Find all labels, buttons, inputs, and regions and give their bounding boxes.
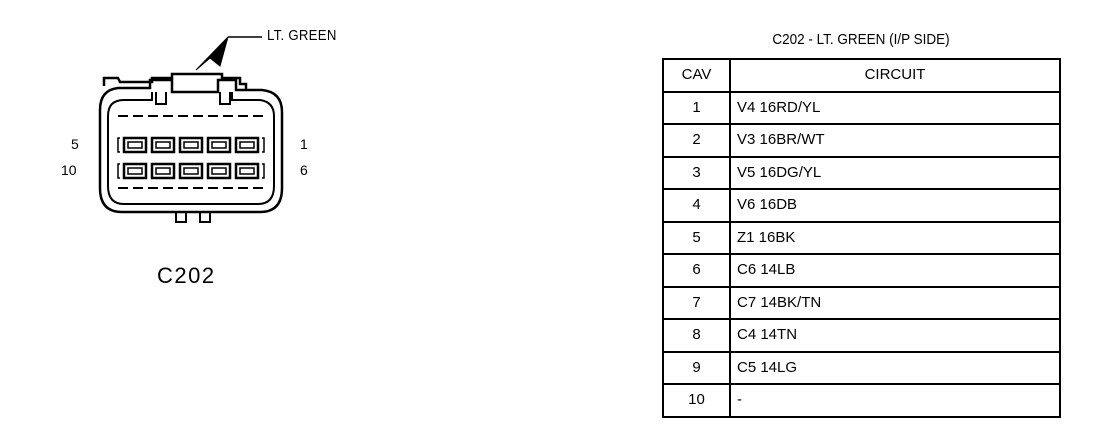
cav-cell: 2	[662, 123, 731, 158]
cavity-4	[150, 136, 176, 154]
table-title: C202 - LT. GREEN (I/P SIDE)	[772, 31, 950, 48]
circuit-cell: C6 14LB	[729, 253, 1061, 288]
circuit-cell: V3 16BR/WT	[729, 123, 1061, 158]
circuit-cell: V4 16RD/YL	[729, 90, 1061, 125]
connector-color-callout: LT. GREEN	[267, 27, 337, 44]
cavity-5	[122, 136, 148, 154]
cav-cell: 8	[662, 318, 731, 353]
cav-cell: 9	[662, 350, 731, 385]
table-row: 8 C4 14TN	[662, 318, 1061, 353]
cavity-1	[234, 136, 260, 154]
table-row: 4 V6 16DB	[662, 188, 1061, 223]
table-row: 9 C5 14LG	[662, 350, 1061, 385]
cav-cell: 4	[662, 188, 731, 223]
connector-top-tab	[102, 72, 248, 90]
circuit-cell: -	[729, 383, 1061, 418]
circuit-cell: C5 14LG	[729, 350, 1061, 385]
cavity-6	[234, 162, 260, 180]
cavity-2	[206, 136, 232, 154]
cavity-9	[150, 162, 176, 180]
cavity-8	[178, 162, 204, 180]
table-row: 6 C6 14LB	[662, 253, 1061, 288]
table-row: 5 Z1 16BK	[662, 220, 1061, 255]
circuit-cell: Z1 16BK	[729, 220, 1061, 255]
table-row: 10 -	[662, 383, 1061, 418]
table-row: 1 V4 16RD/YL	[662, 90, 1061, 125]
circuit-cell: V5 16DG/YL	[729, 155, 1061, 190]
table-header-row: CAV CIRCUIT	[662, 58, 1061, 93]
cavity-3	[178, 136, 204, 154]
pin-label-bottom-right: 6	[300, 162, 308, 178]
cav-cell: 10	[662, 383, 731, 418]
callout-arrow	[195, 36, 229, 71]
pin-label-top-right: 1	[300, 136, 308, 152]
cavity-row-bottom	[122, 162, 260, 180]
connector-id-label: C202	[157, 263, 216, 288]
cav-cell: 6	[662, 253, 731, 288]
connector-housing	[98, 78, 284, 214]
connector-latch	[155, 92, 231, 105]
circuit-cell: C4 14TN	[729, 318, 1061, 353]
pinout-table: CAV CIRCUIT 1 V4 16RD/YL 2 V3 16BR/WT 3 …	[662, 58, 1061, 418]
circuit-cell: C7 14BK/TN	[729, 285, 1061, 320]
table-row: 2 V3 16BR/WT	[662, 123, 1061, 158]
pin-label-bottom-left: 10	[61, 162, 77, 178]
connector-inner-outline	[107, 92, 275, 205]
column-header-circuit: CIRCUIT	[729, 58, 1061, 93]
cav-cell: 3	[662, 155, 731, 190]
connector-bottom-key	[175, 212, 211, 223]
cav-cell: 7	[662, 285, 731, 320]
table-row: 3 V5 16DG/YL	[662, 155, 1061, 190]
cavity-10	[122, 162, 148, 180]
column-header-cav: CAV	[662, 58, 731, 93]
cavity-7	[206, 162, 232, 180]
table-row: 7 C7 14BK/TN	[662, 285, 1061, 320]
pin-label-top-left: 5	[71, 136, 79, 152]
cav-cell: 1	[662, 90, 731, 125]
cavity-row-top	[122, 136, 260, 154]
circuit-cell: V6 16DB	[729, 188, 1061, 223]
cav-cell: 5	[662, 220, 731, 255]
